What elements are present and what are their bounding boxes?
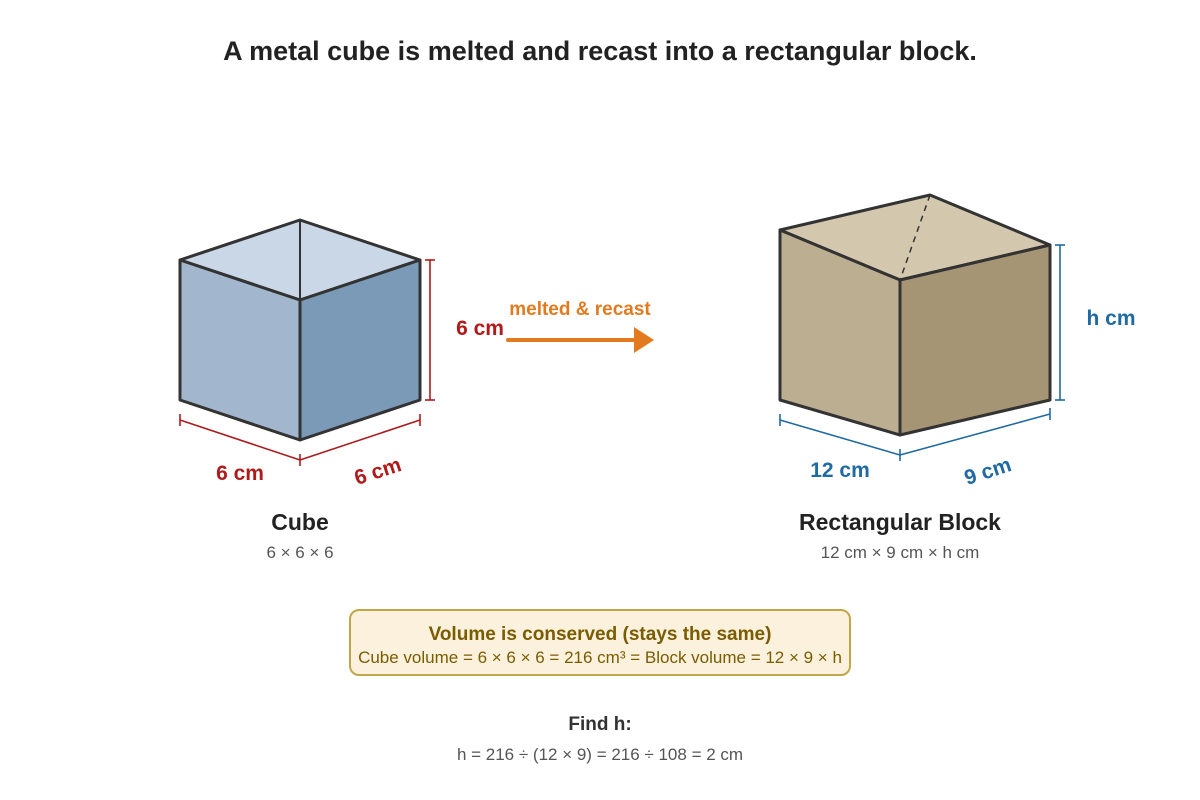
page-title: A metal cube is melted and recast into a… <box>223 36 977 66</box>
cube-length-line <box>179 419 301 461</box>
block-name: Rectangular Block <box>799 509 1001 535</box>
block-dims: 12 cm × 9 cm × h cm <box>821 543 980 562</box>
cube-height-dimension <box>425 259 435 401</box>
block-height-label: h cm <box>1086 307 1135 330</box>
solution-equation: h = 216 ÷ (12 × 9) = 216 ÷ 108 = 2 cm <box>457 745 743 764</box>
block-side-face <box>898 243 1052 437</box>
cube-base-dimensions <box>179 414 421 466</box>
solution-heading: Find h: <box>568 714 631 735</box>
cube-figure <box>178 218 422 442</box>
cube-side-face <box>298 258 422 442</box>
block-figure <box>778 193 1052 437</box>
volume-note-box <box>349 609 851 676</box>
block-height-dimension <box>1055 244 1065 401</box>
block-base-dimensions <box>779 408 1051 461</box>
recast-arrow-head <box>634 327 654 353</box>
volume-note-heading: Volume is conserved (stays the same) <box>429 624 772 645</box>
block-length-line <box>779 419 901 456</box>
recast-arrow <box>506 327 654 353</box>
arrow-label: melted & recast <box>509 299 651 320</box>
cube-width-line <box>299 419 421 461</box>
cube-length-label: 6 cm <box>216 462 264 485</box>
cube-dims: 6 × 6 × 6 <box>266 543 333 562</box>
block-length-label: 12 cm <box>810 459 870 482</box>
block-hidden-edge <box>899 194 931 281</box>
cube-name: Cube <box>271 509 329 535</box>
block-width-label: 9 cm <box>962 453 1015 490</box>
cube-height-label: 6 cm <box>456 317 504 340</box>
block-width-line <box>899 413 1051 456</box>
volume-note-equation: Cube volume = 6 × 6 × 6 = 216 cm³ = Bloc… <box>358 648 842 667</box>
cube-width-label: 6 cm <box>352 453 405 490</box>
volume-note: Volume is conserved (stays the same) Cub… <box>349 609 851 676</box>
